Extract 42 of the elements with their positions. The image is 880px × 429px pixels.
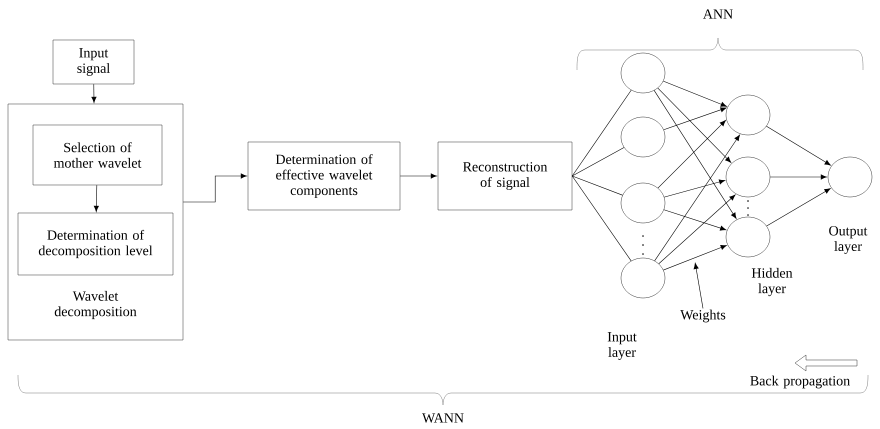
arrow: [658, 194, 736, 264]
label: Hidden layer: [752, 268, 792, 296]
connection-line: [572, 90, 632, 176]
label: WANN: [422, 413, 464, 423]
neuron-circle: [620, 116, 666, 158]
arrow: [766, 188, 831, 226]
arrow: [658, 120, 726, 188]
annotation-text: Weights: [680, 310, 726, 322]
neuron-circle: [726, 216, 770, 258]
arrow: [91, 84, 96, 103]
connection-line: [572, 147, 624, 176]
connection-line: [572, 176, 632, 262]
process-box: Input signal: [52, 40, 134, 84]
neuron-circle: [828, 156, 872, 198]
arrow: [400, 173, 437, 179]
arrow: [663, 80, 727, 107]
arrow: [766, 126, 831, 166]
neuron-circle: [620, 52, 666, 94]
arrow: [663, 107, 727, 130]
arrow: [664, 209, 726, 231]
process-box: Determination of decomposition level: [18, 212, 174, 276]
neuron-circle: [620, 182, 666, 224]
process-box: Determination of effective wavelet components: [248, 142, 400, 210]
neuron-circle: [620, 258, 666, 298]
label: Output layer: [829, 226, 868, 254]
arrow: [94, 184, 99, 212]
connection-line: [572, 176, 623, 196]
arrow: [658, 88, 732, 163]
arrow: [664, 179, 726, 198]
label: Back propagation: [750, 376, 850, 388]
neuron-circle: [726, 156, 770, 198]
arrow: [182, 173, 247, 202]
leader-line: [694, 262, 704, 309]
arrow: [654, 90, 736, 219]
process-box: Reconstruction of signal: [438, 142, 572, 210]
label: ANN: [702, 9, 733, 19]
arrow: [663, 245, 727, 270]
neuron-circle: [726, 94, 770, 136]
process-box: Selection of mother wavelet: [32, 124, 162, 186]
label: Input layer: [608, 332, 637, 360]
arrow: [770, 174, 827, 180]
arrow: [654, 134, 740, 262]
